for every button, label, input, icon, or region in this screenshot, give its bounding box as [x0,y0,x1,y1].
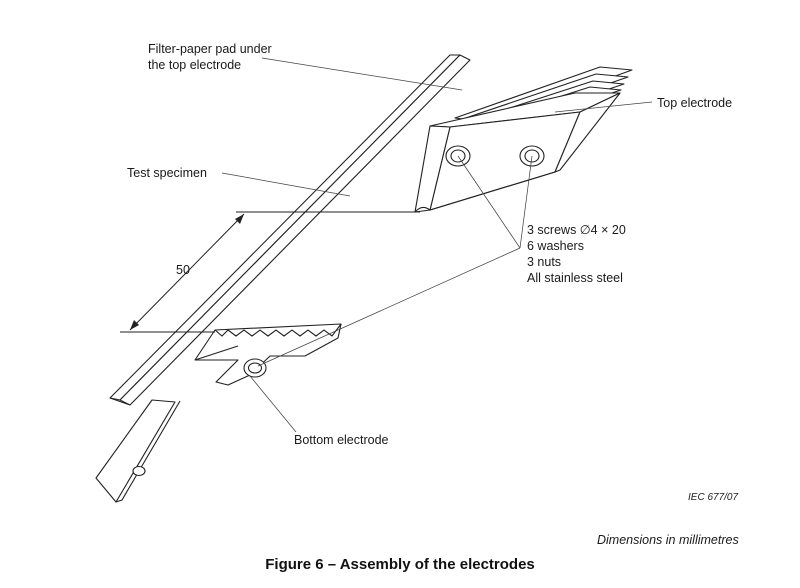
bottom-electrode [194,323,342,386]
iec-reference-mark: IEC 677/07 [688,492,739,503]
label-test-specimen: Test specimen [127,166,207,180]
label-bottom-electrode: Bottom electrode [294,433,389,447]
units-note: Dimensions in millimetres [597,533,739,547]
label-filter-paper-pad: Filter-paper pad under the top electrode [148,42,272,72]
dimension-50 [120,211,420,333]
test-specimen [109,54,471,406]
label-dimension-50: 50 [176,263,190,277]
bottom-screw [243,358,267,378]
figure-caption: Figure 6 – Assembly of the electrodes [265,556,535,573]
leader-lines [221,57,653,433]
label-hardware: 3 screws ∅4 × 20 6 washers 3 nuts All st… [527,223,626,285]
label-top-electrode: Top electrode [657,96,733,110]
top-electrode [414,92,621,213]
strip-hole [132,465,146,477]
strip-tail [95,399,181,503]
